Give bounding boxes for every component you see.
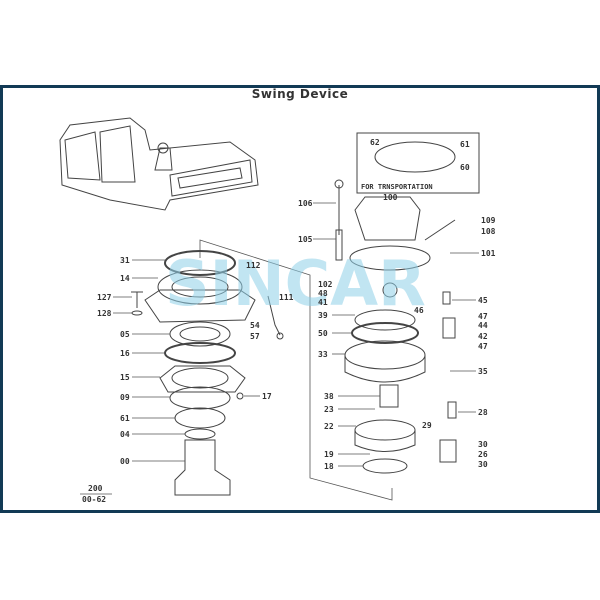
part-number-label: 28 bbox=[478, 408, 488, 417]
part-number-label: 26 bbox=[478, 450, 488, 459]
part-number-label: 102 bbox=[318, 280, 333, 289]
part-number-label: 111 bbox=[279, 293, 294, 302]
part-number-label: 18 bbox=[324, 462, 334, 471]
part-number-label: 45 bbox=[478, 296, 488, 305]
diagram-frame bbox=[0, 85, 600, 513]
diagram-title: Swing Device bbox=[251, 87, 349, 101]
part-number-label: 00-62 bbox=[82, 495, 106, 504]
part-number-label: 100 bbox=[383, 193, 398, 202]
part-number-label: 39 bbox=[318, 311, 328, 320]
part-number-label: 41 bbox=[318, 298, 328, 307]
right-callouts: 62 61 60 FOR TRNSPORTATION 100 106 109 1… bbox=[298, 138, 496, 471]
part-number-label: 05 bbox=[120, 330, 130, 339]
part-number-label: 50 bbox=[318, 329, 328, 338]
part-number-label: 44 bbox=[478, 321, 488, 330]
page-reference: 200 00-62 bbox=[80, 484, 112, 504]
watermark: SINCAR bbox=[165, 247, 426, 320]
part-number-label: 47 bbox=[478, 312, 488, 321]
part-number-label: 35 bbox=[478, 367, 488, 376]
part-number-label: 19 bbox=[324, 450, 334, 459]
part-number-label: 101 bbox=[481, 249, 496, 258]
left-callouts: 31 14 127 128 05 16 15 09 61 04 00 112 1… bbox=[97, 256, 294, 466]
part-number-label: 62 bbox=[370, 138, 380, 147]
part-number-label: 128 bbox=[97, 309, 112, 318]
part-number-label: 30 bbox=[478, 460, 488, 469]
part-number-label: 106 bbox=[298, 199, 313, 208]
part-number-label: 17 bbox=[262, 392, 272, 401]
part-number-label: 112 bbox=[246, 261, 261, 270]
part-number-label: 47 bbox=[478, 342, 488, 351]
part-number-label: 15 bbox=[120, 373, 130, 382]
part-number-label: 54 bbox=[250, 321, 260, 330]
part-number-label: 33 bbox=[318, 350, 328, 359]
part-number-label: 38 bbox=[324, 392, 334, 401]
part-number-label: 109 bbox=[481, 216, 496, 225]
part-number-label: 23 bbox=[324, 405, 334, 414]
part-number-label: 04 bbox=[120, 430, 130, 439]
part-number-label: 108 bbox=[481, 227, 496, 236]
part-number-label: 57 bbox=[250, 332, 260, 341]
part-number-label: 105 bbox=[298, 235, 313, 244]
part-number-label: 22 bbox=[324, 422, 334, 431]
part-number-label: 09 bbox=[120, 393, 130, 402]
part-number-label: 00 bbox=[120, 457, 130, 466]
part-number-label: 42 bbox=[478, 332, 488, 341]
part-number-label: 127 bbox=[97, 293, 112, 302]
part-number-label: 46 bbox=[414, 306, 424, 315]
part-number-label: 30 bbox=[478, 440, 488, 449]
excavator-illustration bbox=[59, 117, 259, 211]
part-number-label: 60 bbox=[460, 163, 470, 172]
part-number-label: 200 bbox=[88, 484, 103, 493]
part-number-label: 14 bbox=[120, 274, 130, 283]
part-number-label: 31 bbox=[120, 256, 130, 265]
part-number-label: 61 bbox=[460, 140, 470, 149]
transport-note: FOR TRNSPORTATION bbox=[361, 183, 433, 191]
part-number-label: 61 bbox=[120, 414, 130, 423]
part-number-label: 29 bbox=[422, 421, 432, 430]
part-number-label: 16 bbox=[120, 349, 130, 358]
part-number-label: 48 bbox=[318, 289, 328, 298]
